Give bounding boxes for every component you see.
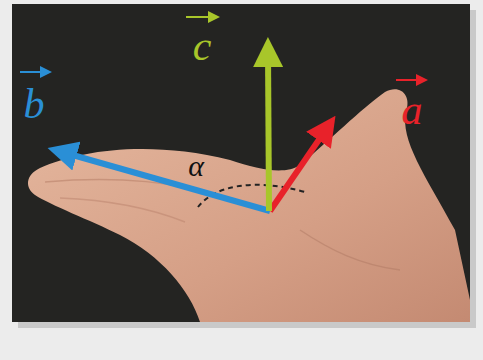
vector-label: c xyxy=(193,25,212,67)
vector-overarrow xyxy=(396,79,422,81)
photo-background xyxy=(12,4,470,322)
vector-c xyxy=(268,52,269,211)
vector-overarrow xyxy=(20,71,46,73)
vector-label: b xyxy=(24,83,45,125)
vector-a xyxy=(270,128,327,211)
vector-b xyxy=(62,152,270,211)
hand xyxy=(28,89,470,322)
vector-overarrow xyxy=(186,16,214,18)
angle-label: α xyxy=(188,151,204,181)
vector-label: a xyxy=(402,89,423,131)
finger-crease xyxy=(60,198,185,222)
palm-crease xyxy=(300,230,400,270)
